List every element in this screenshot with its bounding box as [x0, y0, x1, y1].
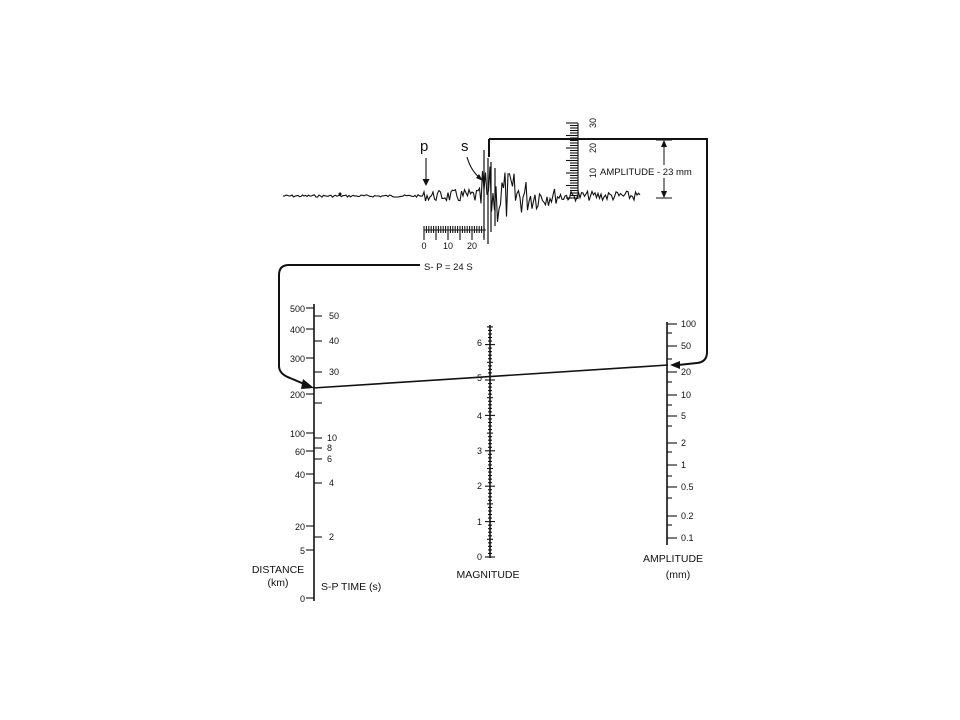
distance-label-60: 60: [295, 447, 305, 457]
amplitude-label-2: 2: [681, 438, 686, 448]
scale-ticks: [306, 307, 677, 599]
distance-label-40: 40: [295, 470, 305, 480]
sp-time-reading: S- P = 24 S: [424, 262, 473, 273]
amplitude-bracket-arrow-up: [661, 140, 667, 147]
trace-dot: [338, 192, 342, 196]
amplitude-ruler-label-30: 30: [588, 118, 598, 128]
amplitude-label-20: 20: [681, 367, 691, 377]
sp-time-label-2: 2: [329, 532, 334, 542]
distance-unit-caption: (km): [268, 577, 289, 589]
amplitude-labels: 100 50 20 10 5 2 1 0.5 0.2 0.1: [681, 319, 696, 543]
distance-label-20: 20: [295, 522, 305, 532]
sp-time-label-6: 6: [327, 454, 332, 464]
p-arrow-head: [422, 179, 430, 186]
amplitude-label-5: 5: [681, 411, 686, 421]
amplitude-unit-caption: (mm): [666, 569, 691, 581]
distance-label-100: 100: [290, 429, 305, 439]
amplitude-reading: AMPLITUDE - 23 mm: [600, 167, 692, 178]
amplitude-ruler: 10 20 30: [566, 118, 598, 199]
sp-time-label-40: 40: [329, 336, 339, 346]
sp-time-label-4: 4: [329, 478, 334, 488]
magnitude-label-4: 4: [477, 411, 482, 421]
magnitude-label-0: 0: [477, 552, 482, 562]
amplitude-bracket-arrow-down: [661, 191, 667, 198]
amplitude-ruler-label-20: 20: [588, 143, 598, 153]
amplitude-caption: AMPLITUDE: [643, 553, 703, 565]
sp-time-label-50: 50: [329, 311, 339, 321]
s-arrow: [466, 156, 481, 179]
amplitude-connector-arrow-head: [670, 361, 680, 369]
time-scale: 0 10 20: [421, 226, 486, 251]
amplitude-label-100: 100: [681, 319, 696, 329]
time-scale-label-10: 10: [443, 241, 453, 251]
magnitude-label-6: 6: [477, 338, 482, 348]
distance-label-0: 0: [300, 594, 305, 604]
distance-label-500: 500: [290, 304, 305, 314]
distance-caption: DISTANCE: [252, 564, 304, 576]
magnitude-label-2: 2: [477, 481, 482, 491]
distance-label-5: 5: [300, 546, 305, 556]
amplitude-label-0.1: 0.1: [681, 533, 694, 543]
sp-time-label-8: 8: [327, 443, 332, 453]
s-arrow-head: [476, 174, 483, 181]
magnitude-label-1: 1: [477, 517, 482, 527]
amplitude-reading-bg: [598, 165, 708, 178]
seismogram-trace: [282, 166, 641, 222]
amplitude-label-50: 50: [681, 341, 691, 351]
sp-to-distance-connector: [278, 264, 420, 387]
magnitude-labels: 0 1 2 3 4 5 6: [477, 338, 482, 562]
amplitude-to-scale-connector: [677, 138, 708, 366]
amplitude-label-0.5: 0.5: [681, 482, 694, 492]
magnitude-label-5: 5: [477, 373, 482, 383]
distance-label-200: 200: [290, 390, 305, 400]
magnitude-label-3: 3: [477, 446, 482, 456]
time-scale-label-0: 0: [421, 241, 426, 251]
amplitude-label-0.2: 0.2: [681, 511, 694, 521]
seismogram: p s 0 10 20 10 20 30 AMPLITUDE - 23 mm: [282, 118, 708, 273]
magnitude-caption: MAGNITUDE: [457, 569, 520, 581]
p-wave-label: p: [420, 138, 428, 155]
time-scale-label-20: 20: [467, 241, 477, 251]
distance-label-300: 300: [290, 354, 305, 364]
amplitude-label-1: 1: [681, 460, 686, 470]
distance-labels: 500 400 300 200 100 60 40 20 5 0: [290, 304, 305, 604]
sp-time-caption: S-P TIME (s): [321, 581, 381, 593]
sp-time-label-30: 30: [329, 367, 339, 377]
sp-time-label-10: 10: [327, 433, 337, 443]
s-wave-label: s: [461, 138, 469, 155]
amplitude-label-10: 10: [681, 390, 691, 400]
distance-label-400: 400: [290, 325, 305, 335]
sp-connector-arrow-head: [301, 379, 314, 389]
sp-time-labels: 50 40 30 10 8 6 4 2: [327, 311, 339, 542]
amplitude-ruler-label-10: 10: [588, 168, 598, 178]
